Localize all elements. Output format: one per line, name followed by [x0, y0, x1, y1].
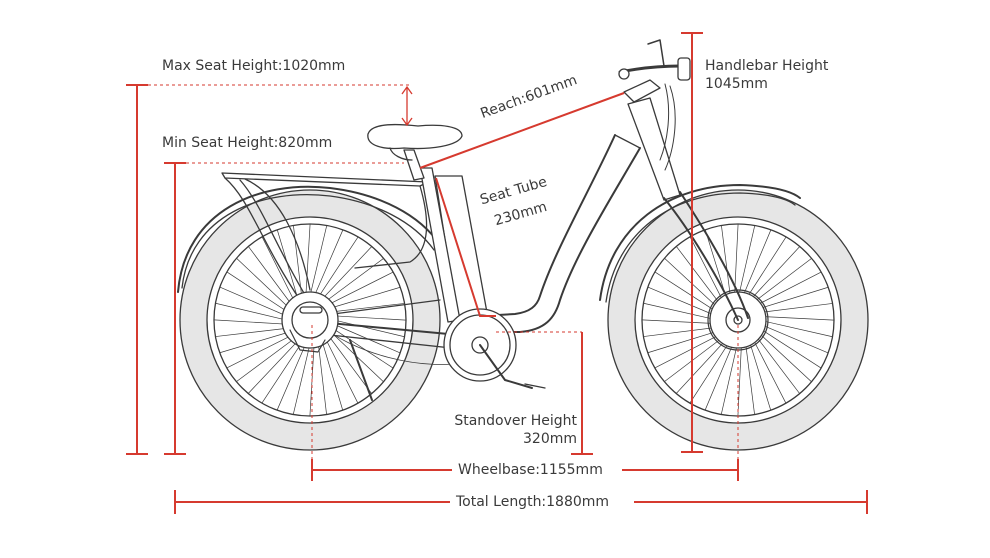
total-length-line [174, 490, 868, 514]
handlebar-height-line [681, 32, 703, 453]
front-fender [599, 184, 801, 301]
dimension-lines [126, 32, 868, 514]
handlebar [618, 64, 682, 74]
head-tube [627, 97, 681, 201]
chainstay [317, 321, 471, 337]
reach-line [419, 92, 625, 169]
bike-illustration [177, 39, 869, 451]
seat-adjust-arrow [401, 85, 413, 127]
min-seat-height-label: Min Seat Height:820mm [162, 135, 333, 151]
rear-rack [221, 172, 429, 301]
rear-hub-motor [281, 291, 339, 349]
rear-derailleur [289, 329, 326, 353]
chainring [443, 308, 546, 389]
total-length-label: Total Length:1880mm [456, 494, 610, 510]
handlebar-height-label-line2: 1045mm [705, 76, 768, 92]
wheelbase-line [311, 325, 739, 481]
standover-height-label-line2: 320mm [523, 431, 577, 447]
standover-height-line [496, 331, 593, 455]
rear-fender [177, 185, 441, 293]
seat-post [403, 149, 425, 181]
min-seat-height-line [164, 162, 404, 455]
standover-height-label-line1: Standover Height [454, 413, 577, 429]
stem [623, 79, 661, 103]
max-seat-height-line [126, 84, 412, 455]
seat-tube-line [435, 177, 496, 317]
max-seat-height-label: Max Seat Height:1020mm [162, 58, 346, 74]
handlebar-height-label-line1: Handlebar Height [705, 58, 829, 74]
wheelbase-label: Wheelbase:1155mm [458, 462, 603, 478]
down-tube [479, 147, 641, 333]
kickstand [349, 339, 373, 401]
fork [663, 197, 739, 321]
saddle [367, 123, 463, 150]
